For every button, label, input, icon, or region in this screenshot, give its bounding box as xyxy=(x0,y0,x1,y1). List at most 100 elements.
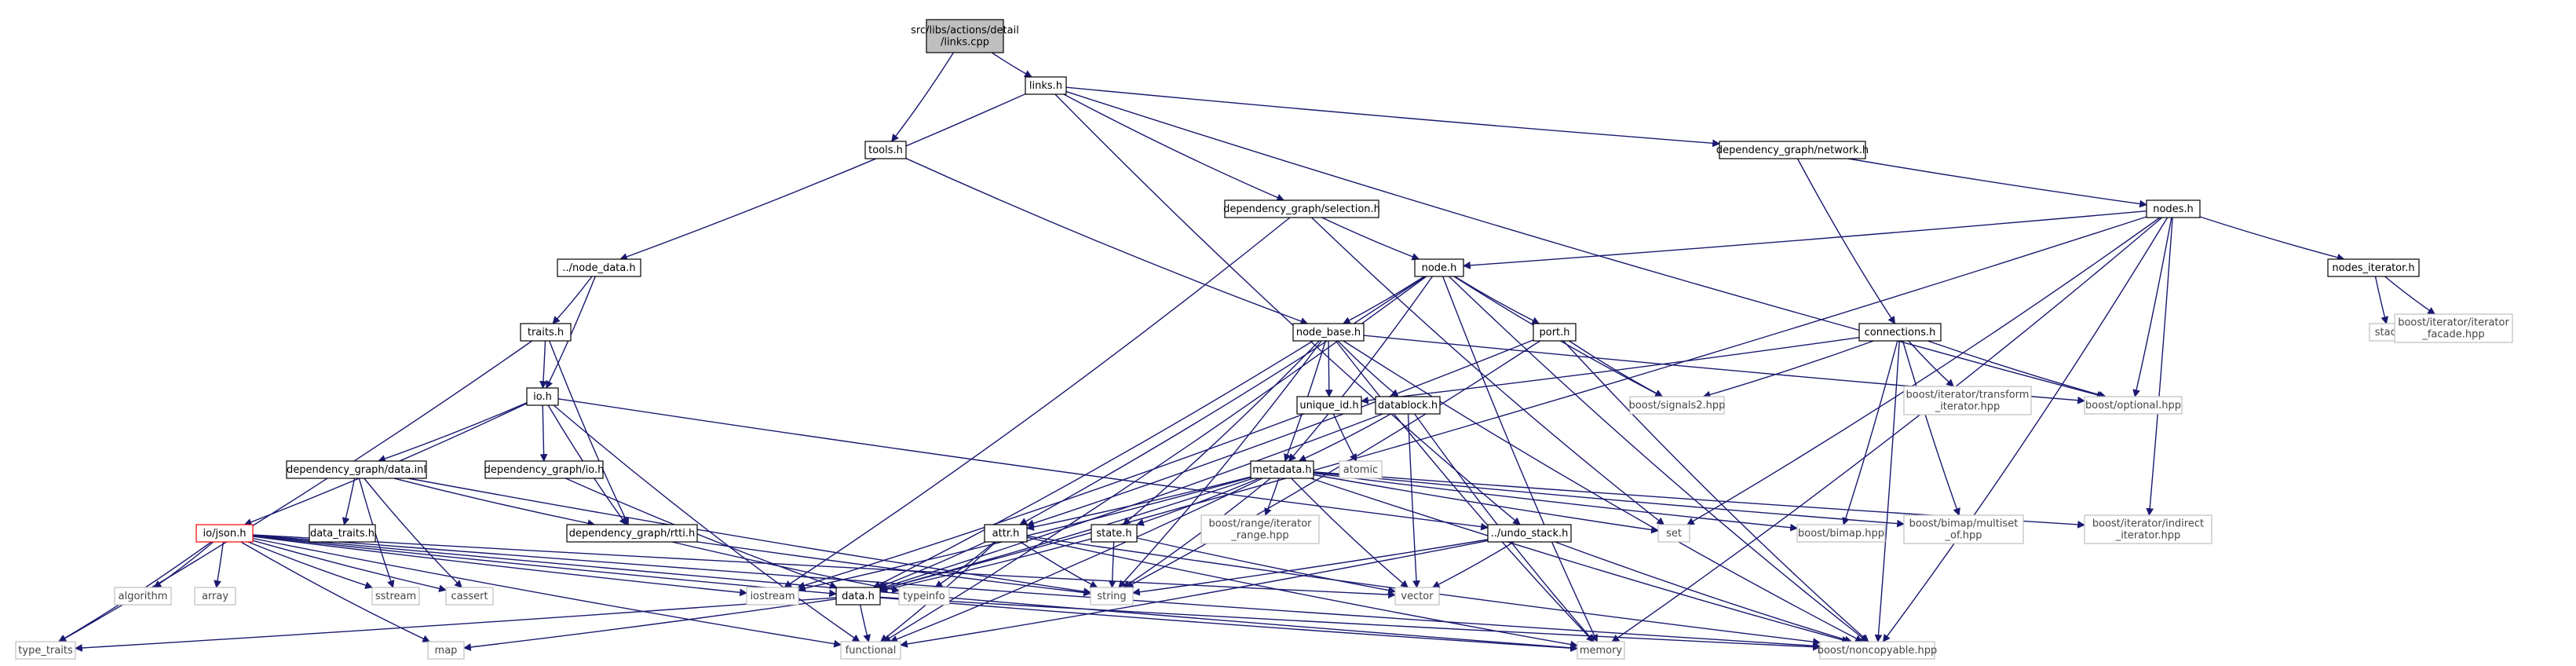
node-node-base-h[interactable]: node_base.h xyxy=(1292,323,1365,342)
node-rtti-h[interactable]: dependency_graph/rtti.h xyxy=(566,524,698,543)
node-box xyxy=(1657,524,1690,543)
edge-unique_id_h-to-iostream xyxy=(797,413,1305,590)
node-typeinfo: typeinfo xyxy=(898,587,950,606)
node-nodes-iterator-h[interactable]: nodes_iterator.h xyxy=(2327,258,2420,277)
node-label: nodes.h xyxy=(2153,203,2194,215)
node-box xyxy=(566,524,698,543)
node-box xyxy=(926,19,1004,53)
edge-port_h-to-string xyxy=(1125,340,1540,588)
edge-links_h-to-selection_h xyxy=(1063,93,1285,201)
node-io-h[interactable]: io.h xyxy=(526,387,559,406)
node-memory: memory xyxy=(1577,641,1625,660)
edge-node_h-to-node_base_h xyxy=(1343,276,1425,324)
node-label: boost/iterator/indirect xyxy=(2092,518,2204,530)
node-box xyxy=(2146,199,2201,218)
node-data-traits-h[interactable]: data_traits.h xyxy=(309,524,376,543)
node-connections-h[interactable]: connections.h xyxy=(1858,323,1942,342)
edge-node_base_h-to-memory xyxy=(1335,340,1595,642)
node-box xyxy=(840,641,901,660)
node-dg-io-h[interactable]: dependency_graph/io.h xyxy=(484,460,605,479)
node-traits-h[interactable]: traits.h xyxy=(520,323,572,342)
node-label: boost/noncopyable.hpp xyxy=(1818,645,1938,657)
edge-metadata_h-to-data_h xyxy=(879,478,1254,592)
edge-traits_h-to-io_h xyxy=(539,340,547,389)
node-node-h[interactable]: node.h xyxy=(1414,258,1464,277)
node-box xyxy=(2394,313,2513,343)
node-attr-h[interactable]: attr.h xyxy=(984,524,1028,543)
node-functional: functional xyxy=(840,641,901,660)
node-data-inl[interactable]: dependency_graph/data.inl xyxy=(286,460,427,479)
node-label: array xyxy=(202,591,228,602)
node-undo-stack-h[interactable]: ../undo_stack.h xyxy=(1487,524,1572,543)
node-datablock-h[interactable]: datablock.h xyxy=(1375,396,1441,415)
edge-rtti_h-to-typeinfo xyxy=(671,541,900,594)
node-box xyxy=(1250,460,1314,479)
node-label: dependency_graph/data.inl xyxy=(287,464,426,476)
node-box xyxy=(1394,587,1440,606)
edge-metadata_h-to-range_iterator xyxy=(1264,478,1280,516)
edge-traits_h-to-rtti_h xyxy=(549,340,629,525)
node-network-h[interactable]: dependency_graph/network.h xyxy=(1716,141,1869,159)
edge-undo_stack_h-to-functional xyxy=(900,540,1489,648)
edge-metadata_h-to-noncopyable xyxy=(1310,478,1850,644)
node-unique-id-h[interactable]: unique_id.h xyxy=(1296,396,1362,415)
node-metadata-h[interactable]: metadata.h xyxy=(1250,460,1314,479)
node-box xyxy=(1292,323,1365,342)
node-label: boost/signals2.hpp xyxy=(1629,400,1726,412)
node-box xyxy=(1200,514,1320,544)
node-box xyxy=(1903,386,2032,415)
edge-port_h-to-signals2 xyxy=(1569,340,1664,397)
node-algorithm: algorithm xyxy=(114,587,172,606)
edge-attr_h-to-typeinfo xyxy=(934,541,996,588)
node-root[interactable]: src/libs/actions/detail/links.cpp xyxy=(911,19,1019,53)
edge-nodes_h-to-data_h xyxy=(879,216,2147,592)
node-state-h[interactable]: state.h xyxy=(1091,524,1138,543)
node-label: ../node_data.h xyxy=(562,262,635,274)
edge-nodes_h-to-noncopyable xyxy=(1882,217,2169,642)
node-label: dependency_graph/rtti.h xyxy=(569,528,696,540)
node-json-h[interactable]: io/json.h xyxy=(195,524,254,543)
node-box xyxy=(1858,323,1942,342)
node-node-data-h[interactable]: ../node_data.h xyxy=(557,258,641,277)
edge-unique_id_h-to-atomic xyxy=(1332,413,1357,462)
node-label: _of.hpp xyxy=(1945,530,1982,542)
edge-io_h-to-functional xyxy=(553,404,860,642)
node-box xyxy=(520,323,572,342)
node-box xyxy=(984,524,1028,543)
edge-data_inl-to-rtti_h xyxy=(393,478,596,528)
node-multiset-of: boost/bimap/multiset_of.hpp xyxy=(1903,514,2024,544)
node-label: data.h xyxy=(842,591,875,602)
node-label: iostream xyxy=(750,591,795,602)
node-label: connections.h xyxy=(1865,327,1936,338)
node-label: type_traits xyxy=(18,645,73,657)
node-label: links.h xyxy=(1029,80,1062,92)
edge-json_h-to-iostream xyxy=(252,536,747,597)
node-box xyxy=(1090,587,1134,606)
node-label: boost/bimap.hpp xyxy=(1798,528,1884,540)
edge-metadata_h-to-state_h xyxy=(1136,478,1260,526)
edge-tools_h-to-node_base_h xyxy=(905,158,1309,325)
node-links-h[interactable]: links.h xyxy=(1025,76,1067,95)
node-label: dependency_graph/selection.h xyxy=(1223,203,1380,215)
edge-io_h-to-undo_stack_h xyxy=(557,398,1489,531)
node-box xyxy=(1487,524,1572,543)
edge-links_h-to-optional xyxy=(1065,90,2105,399)
edge-json_h-to-algorithm xyxy=(153,541,214,588)
node-selection-h[interactable]: dependency_graph/selection.h xyxy=(1223,199,1380,218)
node-box xyxy=(371,587,420,606)
node-tools-h[interactable]: tools.h xyxy=(864,141,907,159)
node-port-h[interactable]: port.h xyxy=(1533,323,1577,342)
edge-data_h-to-map xyxy=(463,598,837,651)
node-label: tools.h xyxy=(868,145,903,156)
edge-port_h-to-attr_h xyxy=(1026,339,1534,527)
node-box xyxy=(746,587,799,606)
node-label: attr.h xyxy=(992,528,1020,540)
node-map: map xyxy=(427,641,465,660)
node-box xyxy=(427,641,465,660)
node-box xyxy=(1224,199,1379,218)
edge-io_h-to-dg_io_h xyxy=(539,404,548,462)
node-iostream: iostream xyxy=(746,587,799,606)
node-nodes-h[interactable]: nodes.h xyxy=(2146,199,2201,218)
node-label: node.h xyxy=(1422,262,1457,274)
node-data-h[interactable]: data.h xyxy=(835,587,881,606)
